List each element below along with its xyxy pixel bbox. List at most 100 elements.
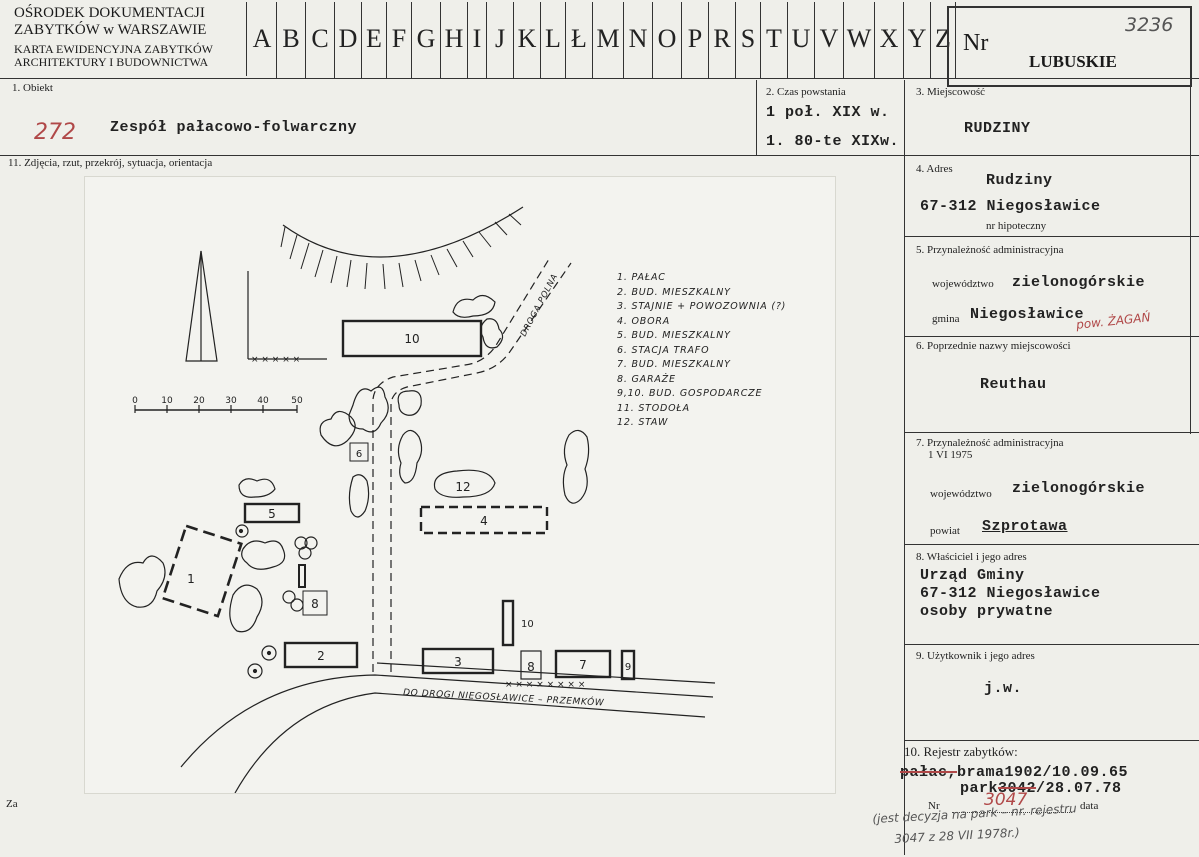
register-note-line1: (jest decyzja na park – nr. rejestru bbox=[872, 801, 1077, 826]
legend-item: 2. BUD. MIESZKALNY bbox=[617, 286, 731, 298]
nr-box: Nr LUBUSKIE 3236 bbox=[947, 6, 1192, 87]
scale-tick-10: 10 bbox=[161, 396, 173, 406]
legend-item: 7. BUD. MIESZKALNY bbox=[617, 359, 731, 370]
letter-index-6: G bbox=[412, 2, 441, 78]
locality-value: RUDZINY bbox=[964, 120, 1031, 137]
admin-gmina-value: Niegosławice bbox=[970, 306, 1085, 323]
admin-woj-value: zielonogórskie bbox=[1012, 274, 1146, 291]
nr-label: Nr bbox=[963, 30, 989, 56]
pond-12 bbox=[433, 469, 496, 498]
building-label-6: 6 bbox=[356, 449, 362, 460]
owner-label: 8. Właściciel i jego adres bbox=[916, 551, 1027, 563]
rule-5-6 bbox=[904, 336, 1199, 337]
object-name: Zespół pałacowo-folwarczny bbox=[110, 119, 358, 136]
admin1975-date: 1 VI 1975 bbox=[928, 449, 973, 461]
scale-tick-50: 50 bbox=[291, 396, 303, 406]
legend-item: 3. STAJNIE + POWOZOWNIA (?) bbox=[617, 301, 787, 312]
row1-bottom-rule bbox=[0, 155, 1199, 156]
letter-index-0: A bbox=[248, 2, 277, 78]
legend-item: 1. PAŁAC bbox=[617, 272, 666, 283]
building-label-8a: 8 bbox=[311, 597, 319, 611]
letter-index-22: W bbox=[844, 2, 875, 78]
building-label-1: 1 bbox=[187, 572, 195, 586]
tree-arc bbox=[282, 206, 524, 258]
object-handwritten-number: 272 bbox=[34, 120, 76, 145]
rule-6-7 bbox=[904, 432, 1199, 433]
letter-index-7: H bbox=[441, 2, 468, 78]
letter-index-8: I bbox=[468, 2, 487, 78]
institution-line1: OŚRODEK DOKUMENTACJI bbox=[14, 5, 205, 21]
admin-label: 5. Przynależność administracyjna bbox=[916, 244, 1064, 256]
register-nr-dots bbox=[952, 812, 1072, 814]
driveway-east bbox=[390, 262, 572, 672]
rule-4-5 bbox=[904, 236, 1199, 237]
date-label: 2. Czas powstania bbox=[766, 86, 846, 98]
register-line2: park3042/28.07.78 bbox=[960, 780, 1122, 797]
site-plan-drawing: × × × × × × × × × × × × × bbox=[84, 176, 836, 794]
admin-gmina-label: gmina bbox=[932, 313, 960, 325]
legend-item: 6. STACJA TRAFO bbox=[617, 344, 710, 356]
letter-index-3: D bbox=[335, 2, 362, 78]
letter-index-16: P bbox=[682, 2, 709, 78]
building-6 bbox=[349, 442, 369, 462]
register-date-label: data bbox=[1080, 800, 1099, 812]
building-4 bbox=[419, 505, 549, 535]
svg-text:× × × × × × × ×: × × × × × × × × bbox=[505, 680, 585, 690]
address-line2: 67-312 Niegosławice bbox=[920, 198, 1101, 215]
scale-tick-30: 30 bbox=[225, 396, 237, 406]
date-line2: 1. 80-te XIXw. bbox=[766, 133, 900, 150]
address-line1: Rudziny bbox=[986, 172, 1053, 189]
owner-line2: 67-312 Niegosławice bbox=[920, 585, 1101, 602]
register-line2-prefix: park bbox=[960, 780, 999, 797]
letter-index-1: B bbox=[277, 2, 306, 78]
building-label-4: 4 bbox=[480, 514, 488, 528]
path-label: DROGA POLNA bbox=[519, 272, 560, 338]
former-names-value: Reuthau bbox=[980, 376, 1047, 393]
header-divider bbox=[246, 2, 247, 76]
letter-index-9: J bbox=[487, 2, 514, 78]
letter-index-13: M bbox=[593, 2, 624, 78]
card-type: KARTA EWIDENCYJNA ZABYTKÓW ARCHITEKTURY … bbox=[14, 43, 213, 69]
building-2 bbox=[283, 641, 359, 669]
building-10 bbox=[501, 599, 515, 647]
register-nr-label: Nr bbox=[928, 800, 940, 812]
letter-index-25: Z bbox=[931, 2, 956, 78]
register-line1-rest: brama1902/10.09.65 bbox=[957, 764, 1129, 781]
drawing-footer-prefix: Za bbox=[6, 798, 18, 810]
letter-index-21: V bbox=[815, 2, 844, 78]
building-label-8b: 8 bbox=[527, 660, 535, 674]
letter-index-19: T bbox=[761, 2, 788, 78]
building-label-7: 7 bbox=[579, 658, 587, 672]
scale-tick-20: 20 bbox=[193, 396, 205, 406]
tree-clump-north bbox=[452, 294, 496, 318]
legend-item: 9,10. BUD. GOSPODARCZE bbox=[617, 388, 763, 399]
locality-label: 3. Miejscowość bbox=[916, 86, 986, 98]
site-plan-svg: × × × × × × × × × × × × × bbox=[118, 206, 716, 793]
building-1 bbox=[161, 524, 243, 618]
letter-index-15: O bbox=[653, 2, 682, 78]
main-road-north-edge bbox=[180, 674, 714, 768]
building-label-9: 9 bbox=[625, 662, 631, 673]
drawing-section-label: 11. Zdjęcia, rzut, przekrój, sytuacja, o… bbox=[8, 157, 213, 169]
letter-index-5: F bbox=[387, 2, 412, 78]
letter-index-12: Ł bbox=[566, 2, 593, 78]
register-struck-palac: pałac, bbox=[900, 764, 958, 781]
divider-1-2 bbox=[756, 80, 757, 155]
right-edge-rule bbox=[1190, 84, 1191, 434]
legend-item: 11. STODOŁA bbox=[617, 402, 690, 414]
svg-text:× × × × ×: × × × × × bbox=[251, 355, 300, 365]
handwritten-card-nr: 3236 bbox=[1125, 14, 1174, 36]
driveway-west bbox=[372, 258, 550, 672]
building-label-3: 3 bbox=[454, 655, 462, 669]
building-5 bbox=[243, 502, 301, 524]
admin1975-woj-value: zielonogórskie bbox=[1012, 480, 1146, 497]
card-type-line2: ARCHITEKTURY I BUDOWNICTWA bbox=[14, 55, 209, 69]
rule-8-9 bbox=[904, 644, 1199, 645]
register-line1: pałac,brama1902/10.09.65 bbox=[900, 764, 1128, 781]
building-label-11: 10 bbox=[404, 332, 419, 346]
legend-item: 4. OBORA bbox=[617, 315, 671, 327]
building-label-2: 2 bbox=[317, 649, 325, 663]
user-label: 9. Użytkownik i jego adres bbox=[916, 650, 1035, 662]
card-type-line1: KARTA EWIDENCYJNA ZABYTKÓW bbox=[14, 42, 213, 56]
